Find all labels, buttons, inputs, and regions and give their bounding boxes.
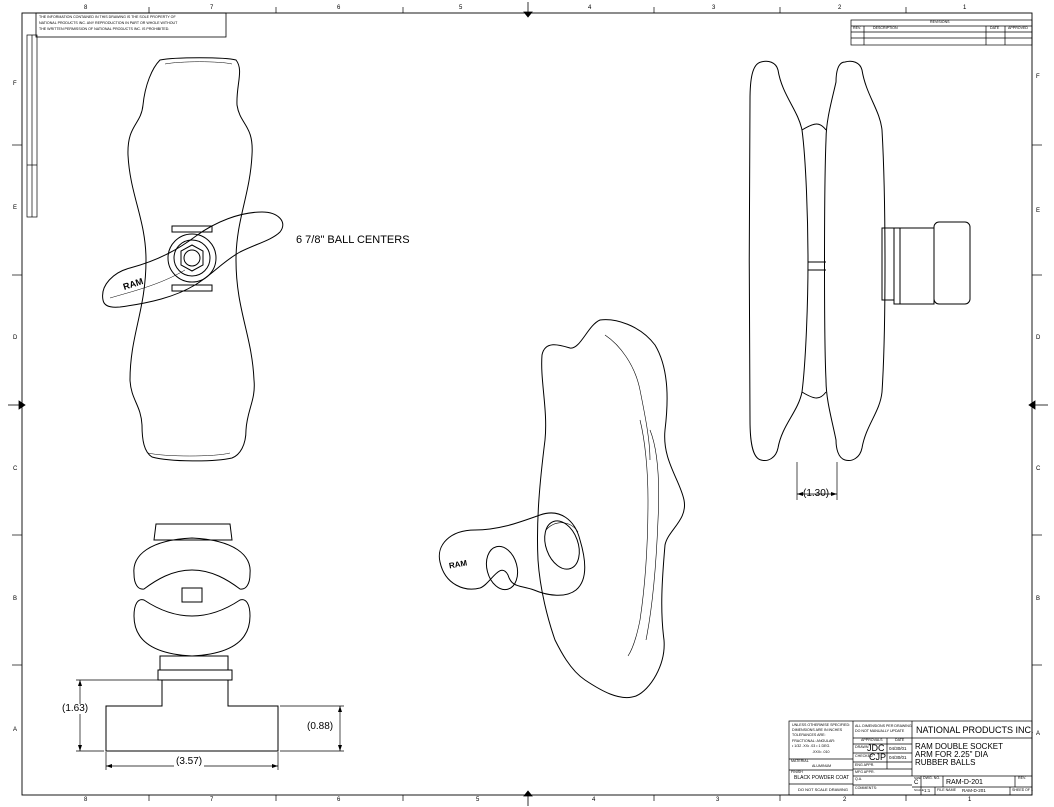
zone-col-3-top: 3 [712, 5, 716, 11]
revisions-col-approved: APPROVED [1008, 26, 1028, 30]
arm-side-view [748, 60, 971, 461]
file-name-label: FILE NAME [937, 788, 956, 792]
zone-col-4-bottom: 4 [592, 797, 596, 803]
size-value: C [914, 780, 919, 786]
knob-front-view [105, 523, 279, 752]
revision-label: REV. [1018, 776, 1027, 780]
drawing-title-line-2: ARM FOR 2.25" DIA [915, 750, 989, 759]
proprietary-note-line-2: NATIONAL PRODUCTS INC. ANY REPRODUCTION … [39, 21, 178, 25]
revisions-title: REVISIONS [930, 20, 950, 24]
dimension-1-30: (1.30) [803, 488, 830, 499]
unless-specified-line-3: TOLERANCES ARE: [792, 733, 826, 737]
do-not-scale-note: DO NOT SCALE DRAWING [798, 787, 849, 792]
center-arrows [8, 2, 1048, 806]
scale-value: 1:1 [924, 788, 931, 793]
revisions-col-rev: REV. [853, 26, 862, 30]
scale-label: SCALE [914, 788, 924, 792]
dimension-arrowheads [78, 492, 837, 768]
drawn-label: DRAWN [855, 745, 869, 749]
tolerance-values-row-1: • 1/32 .XX• .03 • 1 DEG. [792, 744, 831, 748]
unless-specified-line-2: DIMENSIONS ARE IN INCHES [792, 728, 843, 732]
zone-col-3-bottom: 3 [716, 797, 720, 803]
zone-col-6-top: 6 [337, 5, 341, 11]
zone-col-5-bottom: 5 [476, 797, 480, 803]
dimension-3-57: (3.57) [174, 756, 205, 767]
checked-label: CHECKED [855, 754, 873, 758]
size-label: SIZE [914, 776, 921, 780]
dimension-1-63: (1.63) [62, 703, 89, 714]
eng-approval-label: ENG APPR. [855, 763, 875, 767]
material-label: MATERIAL [791, 759, 809, 763]
proprietary-note-box [35, 12, 227, 38]
zone-col-8-top: 8 [84, 5, 88, 11]
sheet-value: 1 OF 1 [1022, 788, 1033, 792]
zone-row-b-right: B [1036, 596, 1041, 602]
proprietary-note-line-3: THE WRITTEN PERMISSION OF NATIONAL PRODU… [39, 27, 170, 31]
zone-col-4-top: 4 [588, 5, 592, 11]
file-name-value: RAM-D-201 [962, 788, 986, 793]
tolerance-values-row-2: .XXX• .010 [812, 750, 830, 754]
sheet-border [21, 12, 1033, 796]
zone-row-f-right: F [1036, 74, 1040, 80]
ball-centers-callout: 6 7/8" BALL CENTERS [296, 234, 410, 246]
zone-row-c-right: C [1036, 466, 1041, 472]
comments-label: COMMENTS: [855, 786, 877, 790]
zone-col-7-top: 7 [210, 5, 214, 11]
zone-col-5-top: 5 [459, 5, 463, 11]
finish-label: FINISH [791, 770, 803, 774]
zone-row-e-right: E [1036, 208, 1041, 214]
zone-col-1-bottom: 1 [968, 797, 972, 803]
zone-col-2-top: 2 [838, 5, 842, 11]
revisions-col-description: DESCRIPTION [873, 26, 898, 30]
zone-row-b-left: B [13, 596, 18, 602]
drawn-by: JDC [867, 743, 885, 753]
zone-row-d-right: D [1036, 335, 1041, 341]
zone-col-6-bottom: 6 [337, 797, 341, 803]
zone-row-d-left: D [13, 335, 18, 341]
checked-date: 04/30/01 [889, 755, 907, 760]
zone-col-1-top: 1 [963, 5, 967, 11]
unless-specified-line-1: UNLESS OTHERWISE SPECIFIED: [792, 723, 851, 727]
checked-by: CJP [869, 752, 887, 762]
drawing-number-value: RAM-D-201 [946, 779, 983, 786]
revisions-col-date: DATE [990, 26, 1000, 30]
zone-row-f-left: F [13, 81, 17, 87]
approvals-date-header: DATE [895, 738, 905, 742]
dimension-note-line-2: DO NOT MANUALLY UPDATE [855, 729, 905, 733]
zone-col-2-bottom: 2 [843, 797, 847, 803]
revisions-table [850, 19, 1033, 46]
drawing-title-line-1: RAM DOUBLE SOCKET [915, 742, 1004, 751]
proprietary-note-line-1: THE INFORMATION CONTAINED IN THIS DRAWIN… [39, 15, 176, 19]
arm-isometric-view [438, 319, 685, 698]
material-value: ALUMINUM [812, 764, 832, 768]
sheet-label: SHEET [1012, 788, 1024, 792]
finish-value: BLACK POWDER COAT [794, 775, 850, 781]
zone-ticks [12, 7, 1042, 801]
drawn-date: 04/30/01 [889, 746, 907, 751]
zone-col-8-bottom: 8 [84, 797, 88, 803]
zone-row-a-right: A [1036, 731, 1041, 737]
zone-col-7-bottom: 7 [210, 797, 214, 803]
drawing-title-line-3: RUBBER BALLS [915, 758, 976, 767]
approvals-header: APPROVALS [861, 738, 883, 742]
title-block-grid [788, 720, 1033, 796]
qa-label: Q.A. [855, 777, 863, 781]
zone-row-a-left: A [13, 727, 18, 733]
zone-row-c-left: C [13, 466, 18, 472]
mfg-approval-label: MFG APPR. [855, 770, 875, 774]
dimension-note-line-1: ALL DIMENSIONS PER DRAWING [855, 724, 912, 728]
tolerance-fractional-angular: FRACTIONAL: ANGULAR: [792, 739, 835, 743]
arm-top-view [102, 57, 284, 462]
left-strip [26, 34, 38, 218]
company-name: NATIONAL PRODUCTS INC. [916, 725, 1034, 735]
dimension-0-88: (0.88) [307, 721, 334, 732]
zone-row-e-left: E [13, 205, 18, 211]
drawing-number-label: DWG. NO. [923, 776, 941, 780]
